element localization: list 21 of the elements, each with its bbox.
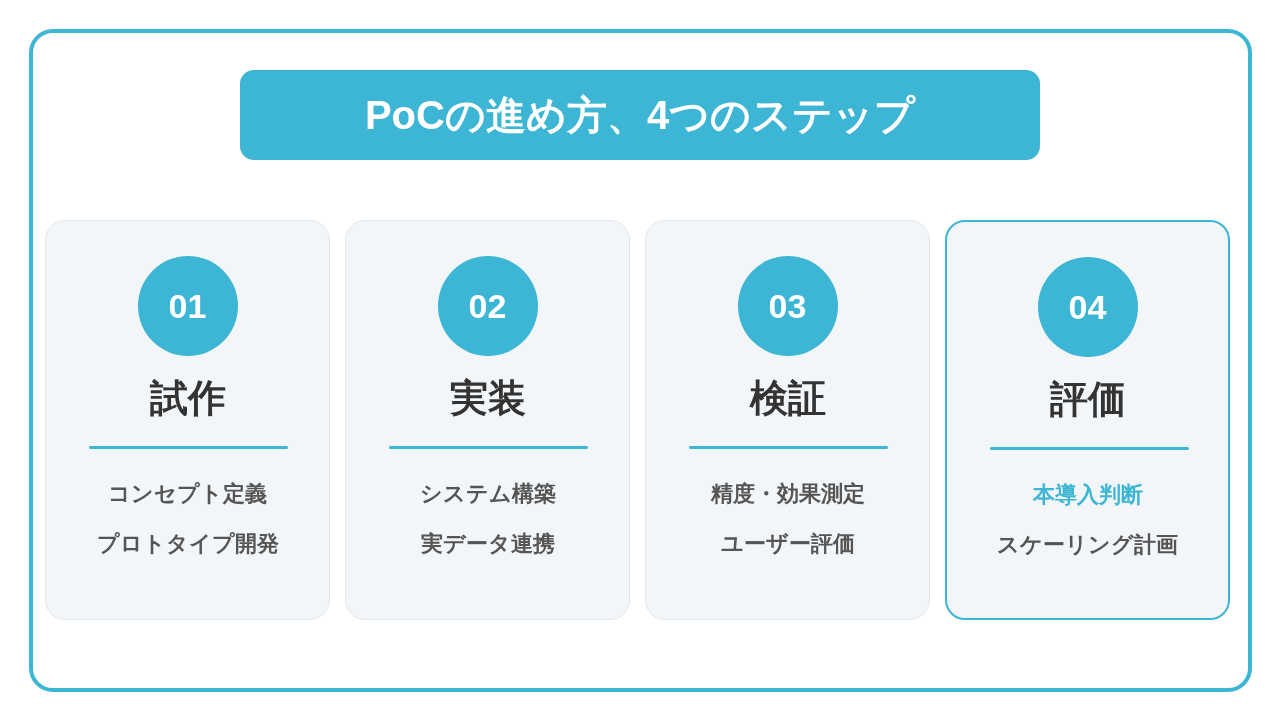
step-number: 04 [1068, 290, 1107, 324]
step-card [45, 220, 330, 620]
step-task: プロトタイプ開発 [96, 531, 279, 556]
step-task: ユーザー評価 [720, 531, 855, 556]
step-task: コンセプト定義 [108, 481, 267, 506]
step-task: 実データ連携 [420, 531, 555, 556]
step-card [945, 220, 1230, 620]
step-task: システム構築 [419, 481, 556, 506]
step-card [345, 220, 630, 620]
step-number: 01 [168, 289, 207, 323]
step-task: 精度・効果測定 [710, 481, 865, 506]
step-title: 試作 [149, 377, 226, 419]
step-number: 02 [468, 289, 507, 323]
title-text: PoCの進め方、4つのステップ [364, 91, 916, 139]
step-title: 検証 [749, 377, 826, 419]
step-number: 03 [768, 289, 807, 323]
step-task: 本導入判断 [1032, 482, 1143, 507]
step-task: スケーリング計画 [997, 532, 1178, 557]
step-card [645, 220, 930, 620]
step-title: 実装 [449, 377, 526, 419]
step-title: 評価 [1049, 378, 1126, 420]
